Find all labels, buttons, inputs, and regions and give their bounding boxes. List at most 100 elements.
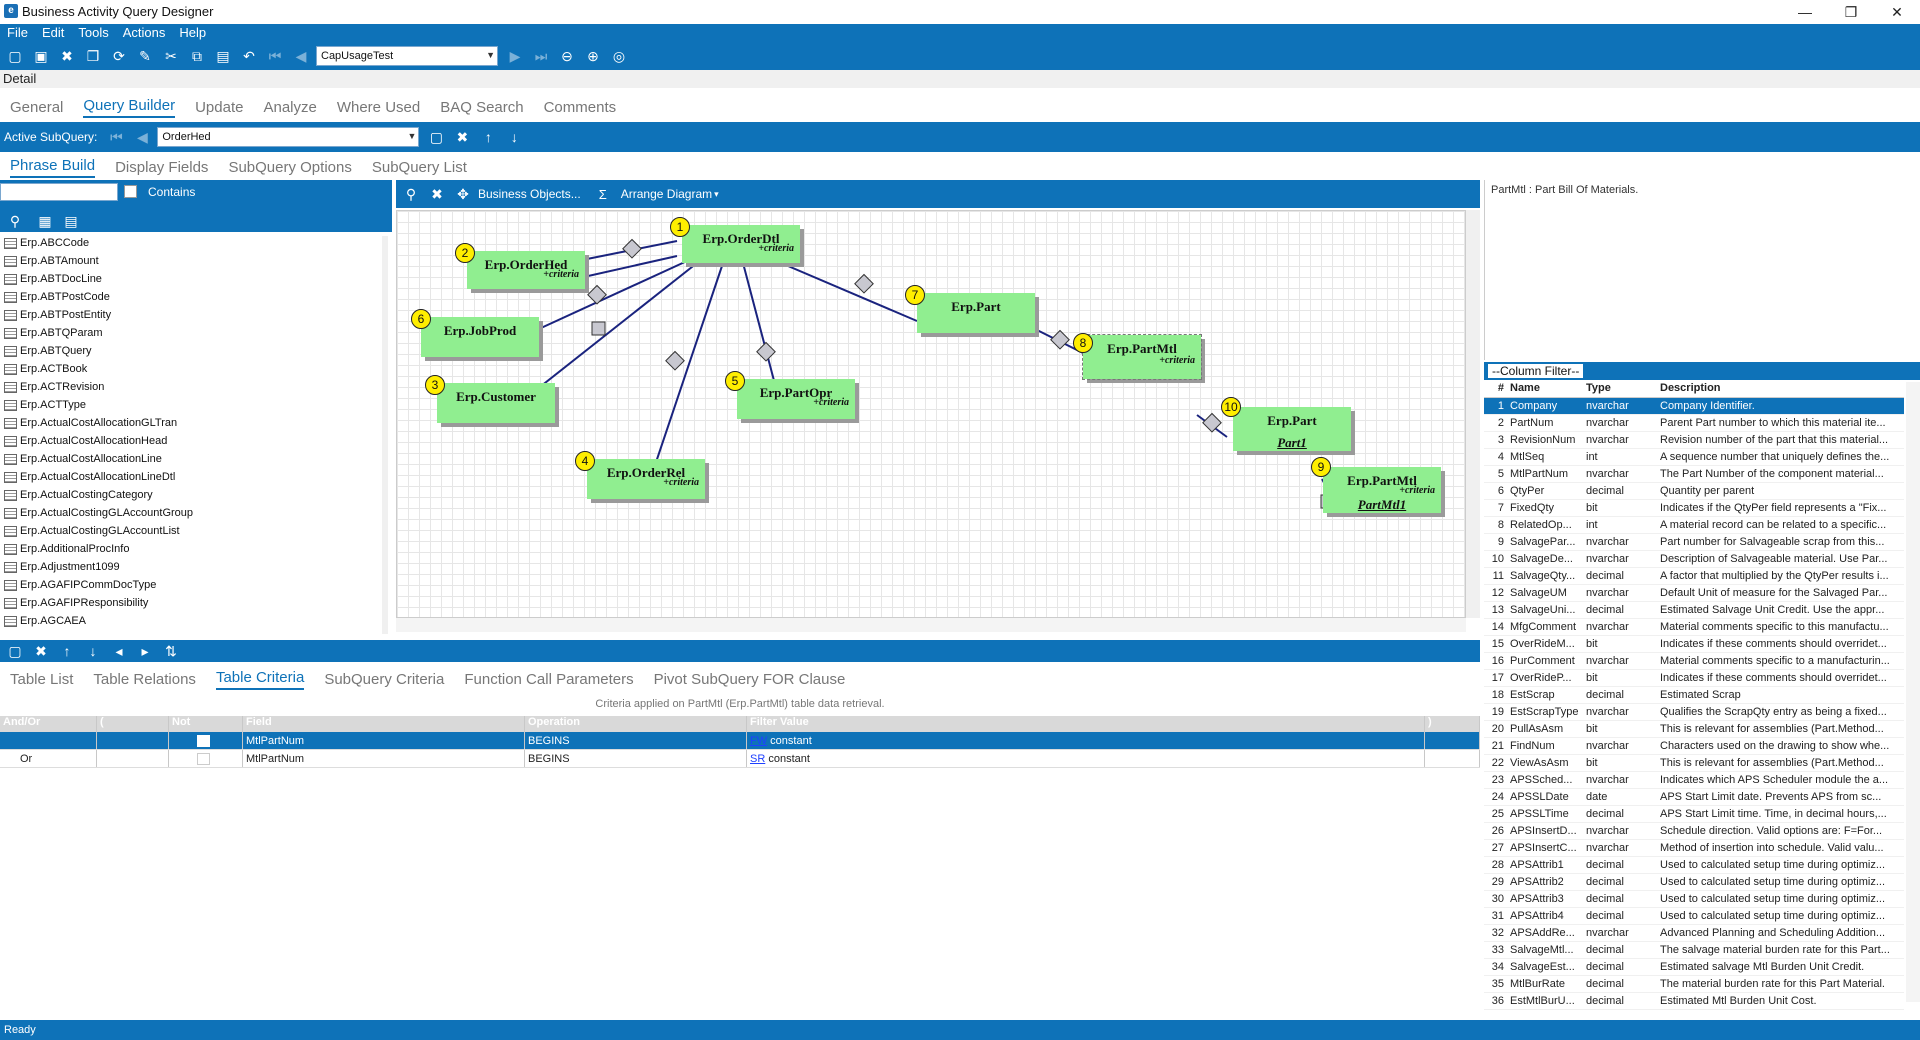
tab-query-builder[interactable]: Query Builder — [83, 97, 176, 118]
join-marker[interactable] — [591, 321, 606, 336]
tab-pivot-subquery[interactable]: Pivot SubQuery FOR Clause — [653, 671, 846, 688]
move-up-icon[interactable]: ↑ — [484, 129, 492, 145]
contains-checkbox[interactable] — [124, 185, 137, 198]
join-diamond[interactable] — [587, 284, 607, 305]
forward-icon[interactable]: ⊕ — [587, 47, 599, 64]
query-id-combo[interactable]: CapUsageTest ▼ — [316, 46, 498, 66]
filter-value-cell[interactable]: SR constant — [747, 750, 1425, 767]
tab-subquery-options[interactable]: SubQuery Options — [228, 159, 352, 176]
first-record-icon[interactable]: ⏮ — [268, 47, 282, 64]
list-item[interactable]: Erp.ActualCostingGLAccountGroup — [0, 504, 382, 522]
move-up-icon[interactable]: ↑ — [63, 643, 71, 659]
list-item[interactable]: Erp.ABTQuery — [0, 342, 382, 360]
node-orderhed[interactable]: Erp.OrderHed +criteria 2 — [455, 243, 585, 289]
sigma-icon[interactable]: Σ — [598, 186, 607, 202]
list-item[interactable]: Erp.Adjustment1099 — [0, 558, 382, 576]
close-paren-cell[interactable] — [1425, 732, 1480, 749]
undo-icon[interactable]: ↶ — [243, 47, 255, 64]
link-icon[interactable]: ⚲ — [9, 212, 21, 229]
list-item[interactable]: Erp.ABTPostCode — [0, 288, 382, 306]
first-subquery-icon[interactable]: ⏮ — [110, 128, 123, 145]
column-filter-input[interactable]: --Column Filter-- — [1488, 364, 1584, 378]
tab-function-call-parameters[interactable]: Function Call Parameters — [464, 671, 634, 688]
node-part1[interactable]: Erp.Part Part1 10 — [1221, 397, 1351, 451]
move-down-icon[interactable]: ↓ — [89, 643, 97, 659]
menu-actions[interactable]: Actions — [122, 25, 166, 40]
close-paren-cell[interactable] — [1425, 750, 1480, 767]
refresh-icon[interactable]: ⟳ — [113, 47, 125, 64]
diagram-vertical-scrollbar[interactable] — [1466, 210, 1480, 618]
list-item[interactable]: Erp.AGAFIPCommDocType — [0, 576, 382, 594]
list-item[interactable]: Erp.AGAFIPResponsibility — [0, 594, 382, 612]
table-row[interactable]: Or MtlPartNum BEGINS SR constant — [0, 750, 1480, 768]
node-partmtl1[interactable]: Erp.PartMtl +criteria PartMtl1 9 — [1311, 457, 1441, 513]
filter-value-cell[interactable]: FW constant — [747, 732, 1425, 749]
criteria-header[interactable]: Not — [169, 716, 243, 732]
list-item[interactable]: Erp.ABTDocLine — [0, 270, 382, 288]
andor-cell[interactable] — [0, 732, 97, 749]
list-item[interactable]: Erp.ActualCostingGLAccountList — [0, 522, 382, 540]
menu-help[interactable]: Help — [179, 25, 207, 40]
criteria-header[interactable]: Filter Value — [747, 716, 1425, 732]
join-diamond[interactable] — [1050, 329, 1070, 350]
restore-button[interactable]: ❐ — [1844, 4, 1858, 20]
delete-criteria-icon[interactable]: ✖ — [35, 642, 47, 659]
relation-line[interactable] — [766, 256, 918, 322]
list-item[interactable]: Erp.AdditionalProcInfo — [0, 540, 382, 558]
arrange-diagram-button[interactable]: Arrange Diagram — [620, 187, 713, 201]
list-item[interactable]: Erp.ActualCostingCategory — [0, 486, 382, 504]
list-item[interactable]: Erp.ActualCostAllocationLineDtl — [0, 468, 382, 486]
new-icon[interactable]: ▢ — [8, 47, 22, 64]
list-item[interactable]: Erp.ABTPostEntity — [0, 306, 382, 324]
new-subquery-icon[interactable]: ▢ — [429, 128, 443, 145]
list-item[interactable]: Erp.ABTAmount — [0, 252, 382, 270]
business-objects-button[interactable]: Business Objects... — [478, 187, 581, 201]
copy-clipboard-icon[interactable]: ⧉ — [192, 47, 202, 64]
list-item[interactable]: Erp.ACTType — [0, 396, 382, 414]
diagram-canvas[interactable]: Erp.OrderDtl +criteria 1 Erp.OrderHed +c… — [396, 210, 1466, 618]
column-header[interactable]: Name — [1510, 382, 1540, 394]
cut-icon[interactable]: ✂ — [165, 47, 177, 64]
operation-cell[interactable]: BEGINS — [525, 750, 747, 767]
tab-analyze[interactable]: Analyze — [263, 99, 317, 116]
list-item[interactable]: Erp.ActualCostAllocationLine — [0, 450, 382, 468]
table-list-scrollbar[interactable] — [382, 236, 388, 634]
join-diamond[interactable] — [854, 273, 874, 294]
tab-table-relations[interactable]: Table Relations — [93, 671, 196, 688]
column-header[interactable]: Description — [1660, 382, 1721, 394]
tab-subquery-criteria[interactable]: SubQuery Criteria — [324, 671, 445, 688]
tab-table-list[interactable]: Table List — [10, 671, 74, 688]
node-partopr[interactable]: Erp.PartOpr +criteria 5 — [725, 371, 855, 419]
join-diamond[interactable] — [665, 350, 685, 371]
new-criteria-icon[interactable]: ▢ — [8, 642, 22, 659]
field-cell[interactable]: MtlPartNum — [243, 750, 525, 767]
stop-icon[interactable]: ◎ — [612, 47, 626, 64]
grid-icon[interactable]: ▦ — [38, 212, 52, 229]
criteria-header[interactable]: Field — [243, 716, 525, 732]
open-paren-cell[interactable] — [97, 750, 169, 767]
join-diamond[interactable] — [756, 341, 776, 362]
tab-update[interactable]: Update — [195, 99, 244, 116]
paste-icon[interactable]: ▤ — [216, 47, 230, 64]
tab-comments[interactable]: Comments — [543, 99, 617, 116]
not-checkbox[interactable] — [197, 735, 210, 747]
